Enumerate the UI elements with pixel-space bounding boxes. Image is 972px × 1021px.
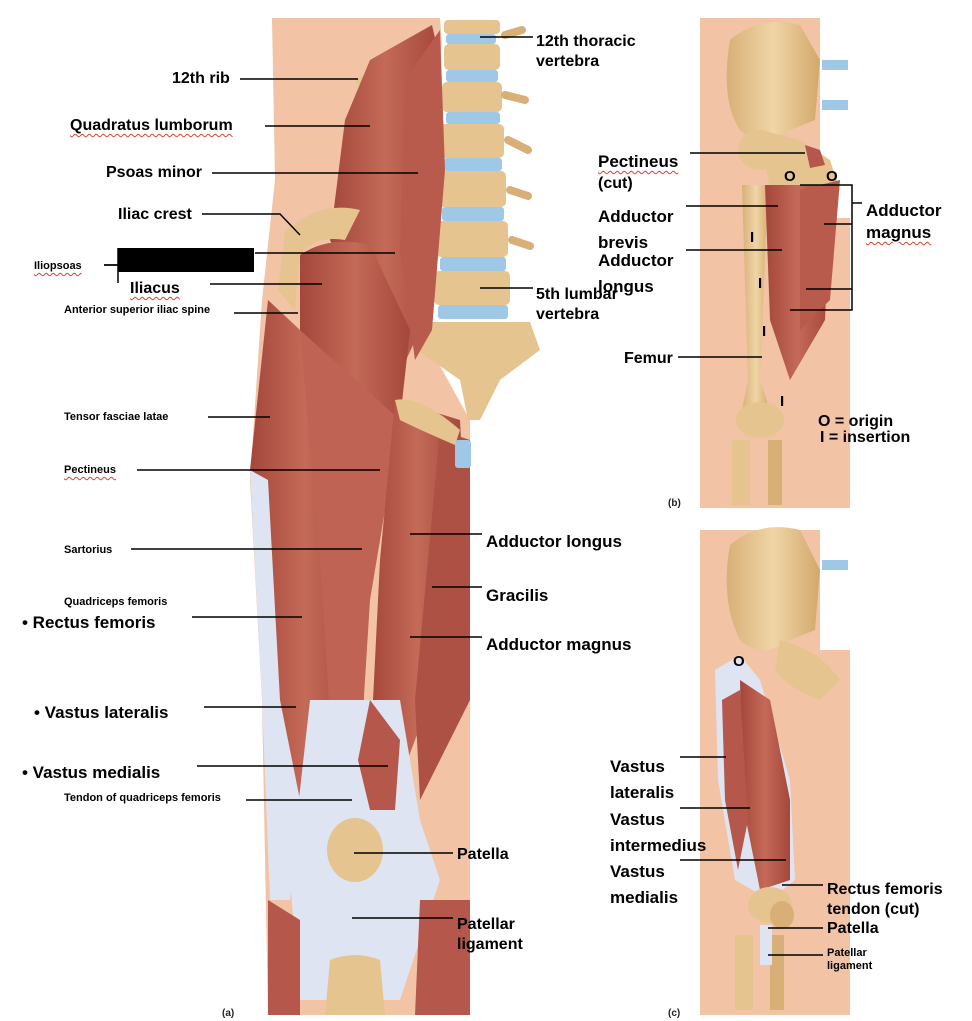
- redaction-bar: [118, 248, 254, 272]
- label-insertion-key: I = insertion: [820, 429, 911, 446]
- origin-mark-c: O: [733, 653, 745, 670]
- label-sartorius: Sartorius: [64, 544, 113, 556]
- label-pectineus-a: Pectineus: [64, 464, 116, 476]
- label-origin-key: O = origin: [818, 413, 894, 430]
- panel-a-label: (a): [222, 1008, 235, 1019]
- label-adductor-longus-a: Adductor longus: [486, 532, 622, 551]
- origin-mark-1: O: [784, 168, 796, 185]
- label-quadriceps-femoris: Quadriceps femoris: [64, 596, 168, 608]
- label-patella-a: Patella: [457, 846, 509, 863]
- label-vastus-lateralis-a: • Vastus lateralis: [34, 703, 169, 722]
- label-quadratus-lumborum: Quadratus lumborum: [70, 117, 233, 134]
- label-psoas-minor: Psoas minor: [106, 164, 203, 181]
- panel-b-art: [700, 18, 850, 508]
- insertion-mark-2: I: [758, 275, 763, 292]
- label-gracilis: Gracilis: [486, 586, 549, 605]
- label-patella-c: Patella: [827, 920, 879, 937]
- leader-lines: [104, 36, 862, 956]
- label-rectus-femoris: • Rectus femoris: [22, 613, 156, 632]
- panel-c-art: [700, 527, 850, 1015]
- panel-a-art: [250, 18, 540, 1015]
- spine: [418, 20, 540, 420]
- panel-b-label: (b): [668, 498, 681, 509]
- label-iliac-crest: Iliac crest: [118, 206, 192, 223]
- label-vastus-medialis-a: • Vastus medialis: [22, 763, 161, 782]
- label-adductor-magnus-a: Adductor magnus: [486, 635, 632, 654]
- origin-mark-2: O: [826, 168, 838, 185]
- label-asis: Anterior superior iliac spine: [64, 304, 211, 316]
- label-tendon-quadriceps: Tendon of quadriceps femoris: [64, 792, 221, 804]
- label-iliacus: Iliacus: [130, 280, 180, 297]
- label-tensor-fasciae-latae: Tensor fasciae latae: [64, 411, 169, 423]
- insertion-mark-1: I: [750, 229, 755, 246]
- label-12th-rib: 12th rib: [172, 70, 230, 87]
- panel-c-label: (c): [668, 1008, 681, 1019]
- label-femur: Femur: [624, 350, 673, 367]
- label-pectineus-cut: Pectineus(cut): [598, 152, 679, 192]
- label-iliopsoas: Iliopsoas: [34, 260, 82, 272]
- insertion-mark-3: I: [762, 323, 767, 340]
- insertion-mark-4: I: [780, 393, 785, 410]
